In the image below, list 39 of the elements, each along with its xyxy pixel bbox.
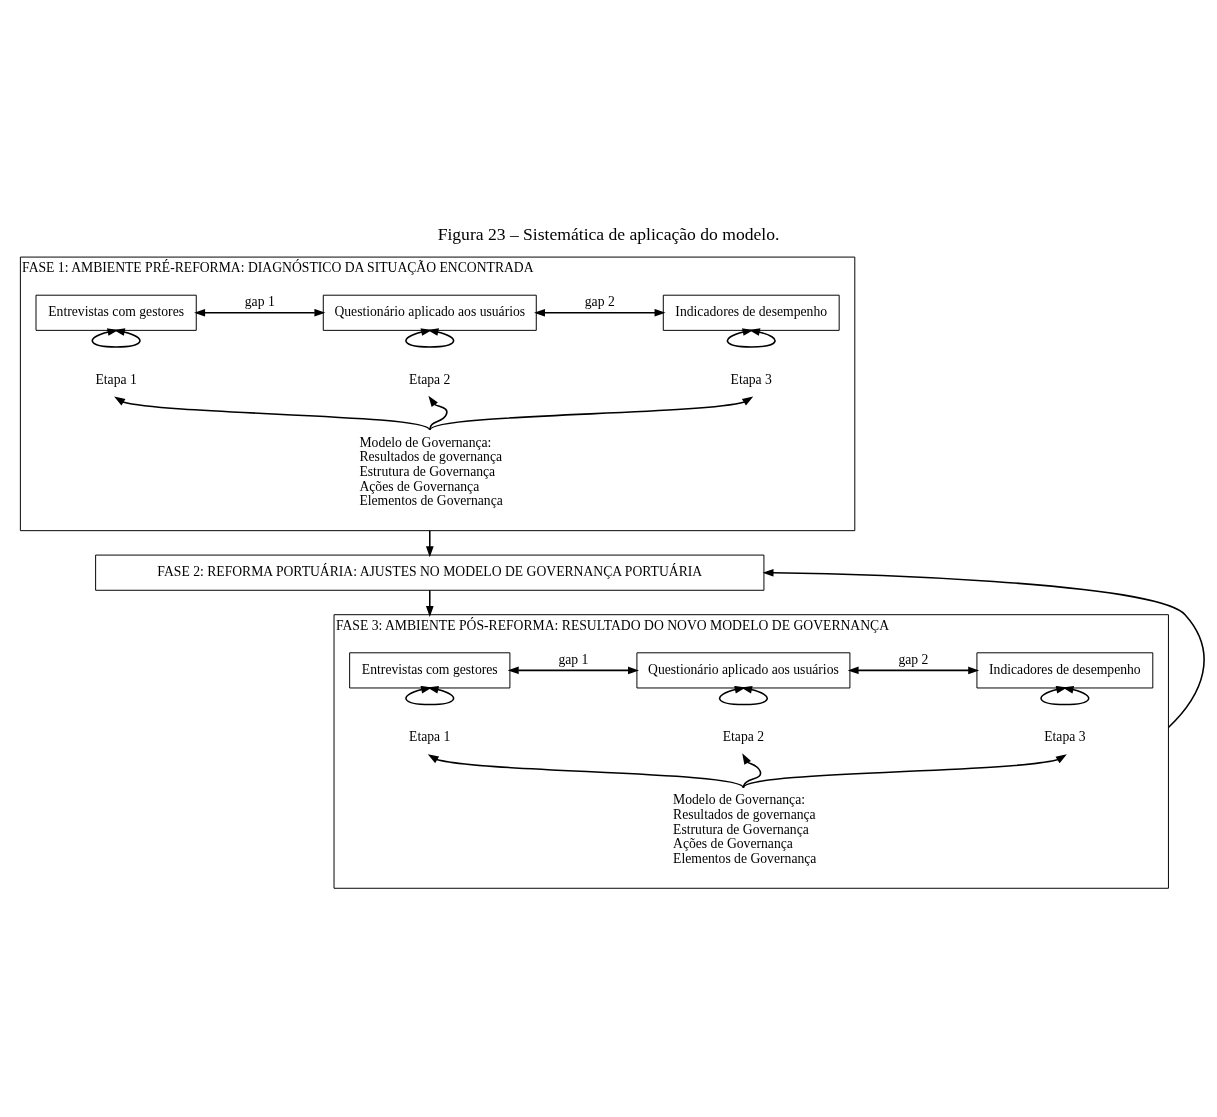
arrow <box>718 685 768 705</box>
node-box: FASE 2: REFORMA PORTUÁRIA: AJUSTES NO MODELO DE GOVERNANÇA PORTUÁRIA <box>95 554 765 591</box>
node-text: Etapa 1 <box>95 371 137 387</box>
node-text: Modelo de Governança: Resultados de governança Estrutura de Governança Ações de Governança Elementos de Governança <box>673 791 817 866</box>
node-text: Etapa 2 <box>409 371 451 387</box>
node-text: Etapa 1 <box>409 728 451 744</box>
arrow <box>91 327 141 348</box>
edge-label: gap 1 <box>558 651 589 667</box>
arrow <box>726 327 776 348</box>
node-text: Etapa 2 <box>722 728 765 744</box>
arrow <box>428 395 448 431</box>
arrow <box>425 529 434 557</box>
arrow <box>1040 685 1090 705</box>
arrow <box>405 327 455 348</box>
arrow <box>114 396 431 431</box>
edge-label: gap 1 <box>244 293 275 309</box>
edge-label: gap 2 <box>584 293 615 309</box>
arrow <box>405 685 455 705</box>
node-text: Etapa 3 <box>1044 728 1086 744</box>
edge-label: gap 2 <box>898 651 929 667</box>
diagram-title: Figura 23 – Sistemática de aplicação do modelo. <box>437 223 780 244</box>
arrow <box>507 666 639 674</box>
node-box: Indicadores de desempenho <box>662 294 840 331</box>
arrow <box>742 752 762 788</box>
arrow <box>742 753 1067 788</box>
arrow <box>425 589 434 617</box>
node-box: Entrevistas com gestores <box>35 294 197 331</box>
node-box: Indicadores de desempenho <box>976 651 1154 688</box>
node-box: Questionário aplicado aos usuários <box>322 294 537 331</box>
node-box: Entrevistas com gestores <box>349 651 511 688</box>
node-text: Etapa 3 <box>730 371 772 387</box>
arrow <box>534 308 666 317</box>
arrow <box>847 666 980 674</box>
node-text: Modelo de Governança: Resultados de governança Estrutura de Governança Ações de Governança Elementos de Governança <box>359 434 503 508</box>
arrow <box>427 753 745 788</box>
arrow <box>429 396 754 431</box>
node-box: Questionário aplicado aos usuários <box>636 651 851 688</box>
arrow <box>194 308 326 317</box>
arrow <box>762 568 1205 728</box>
